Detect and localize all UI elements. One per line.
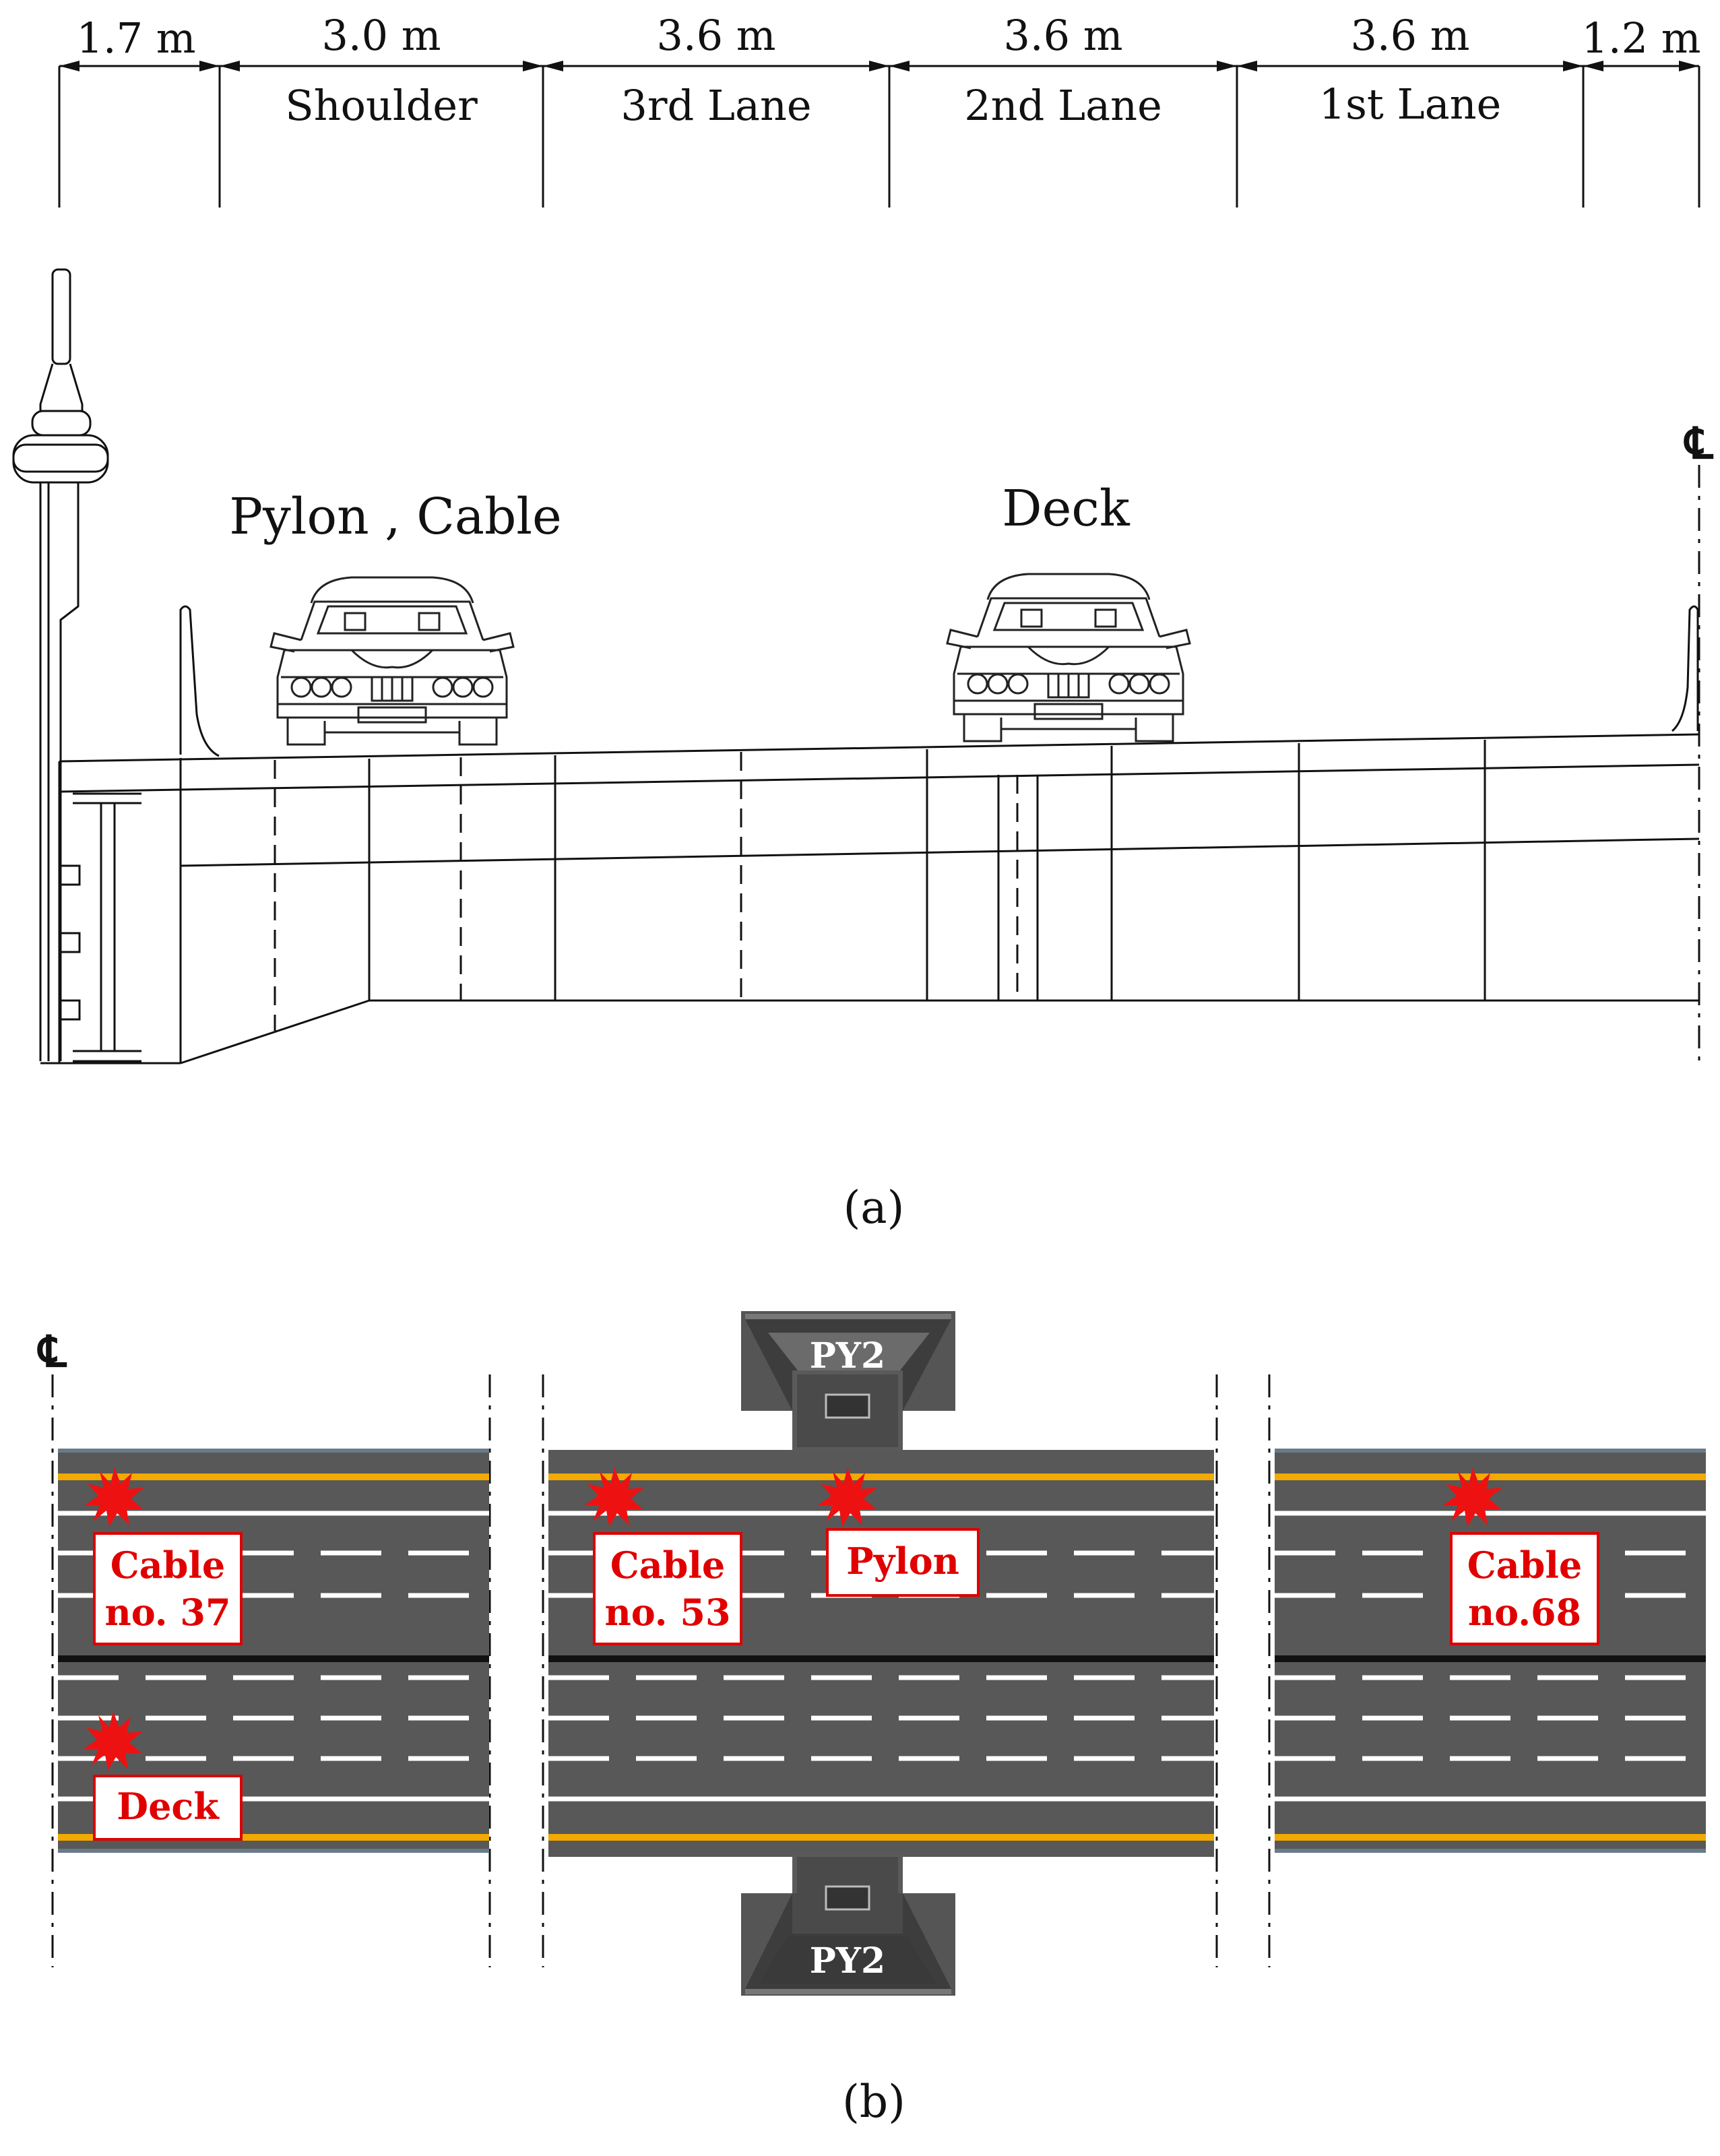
deck-girder [40, 733, 1700, 1065]
tag-cable37: Cable no. 37 [93, 1532, 243, 1645]
road-segment-3 [1275, 1449, 1706, 1853]
tag-pylon: Pylon [826, 1528, 980, 1597]
dim-value-3: 3.6 m [656, 11, 775, 60]
dimension-arrowheads [59, 61, 1699, 71]
segment-boundaries [51, 1374, 1271, 1967]
tag-cable37-line1: Cable [110, 1544, 226, 1587]
lane-label-2nd: 2nd Lane [964, 81, 1162, 130]
tag-cable68-line2: no.68 [1468, 1591, 1581, 1634]
tag-cable68: Cable no.68 [1450, 1532, 1599, 1645]
caption-a: (a) [843, 1182, 905, 1234]
centerline-right: ℄ [1683, 418, 1713, 1068]
pylon-py2-top: PY2 [741, 1311, 955, 1451]
tag-cable68-line1: Cable [1467, 1544, 1583, 1587]
car-1 [269, 576, 515, 746]
centerline-symbol-a: ℄ [1683, 418, 1713, 469]
lane-label-shoulder: Shoulder [285, 81, 478, 130]
tag-cable53: Cable no. 53 [593, 1532, 742, 1645]
road-segment-2 [548, 1450, 1214, 1857]
car-2 [946, 573, 1191, 742]
barrier-right [1671, 605, 1699, 732]
tag-pylon-text: Pylon [846, 1540, 959, 1583]
tag-cable53-line1: Cable [610, 1544, 726, 1587]
panel-b-plan-view: ℄ [36, 1311, 1706, 2128]
pylon-drawing [12, 268, 109, 1061]
dim-value-6: 1.2 m [1581, 13, 1700, 63]
label-deck: Deck [1002, 480, 1130, 538]
tag-cable37-line2: no. 37 [104, 1591, 230, 1634]
dim-value-5: 3.6 m [1350, 11, 1469, 60]
dim-value-1: 1.7 m [76, 13, 195, 63]
centerline-symbol-b: ℄ [36, 1327, 67, 1377]
lane-label-3rd: 3rd Lane [620, 81, 811, 130]
caption-b: (b) [842, 2076, 905, 2128]
pylon-label-top: PY2 [810, 1335, 885, 1376]
pylon-label-bottom: PY2 [810, 1940, 885, 1981]
lane-label-1st: 1st Lane [1319, 80, 1502, 129]
pylon-py2-bottom: PY2 [741, 1853, 955, 1996]
dim-value-2: 3.0 m [321, 11, 441, 60]
panel-a-cross-section: 1.7 m 3.0 m 3.6 m 3.6 m 3.6 m 1.2 m Shou… [12, 11, 1713, 1234]
dim-value-4: 3.6 m [1003, 11, 1122, 60]
label-pylon-cable: Pylon , Cable [229, 488, 562, 546]
tag-deck: Deck [93, 1775, 243, 1841]
tag-cable53-line2: no. 53 [604, 1591, 730, 1634]
deck-dashed-lines [274, 752, 1019, 1031]
barrier-left [179, 605, 220, 757]
tag-deck-text: Deck [117, 1785, 220, 1828]
